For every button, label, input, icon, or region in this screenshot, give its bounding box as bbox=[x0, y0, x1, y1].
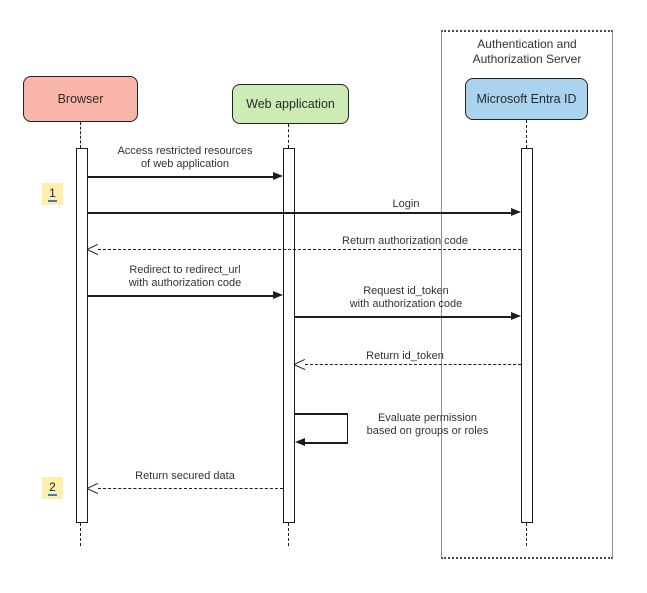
message-line bbox=[295, 316, 512, 318]
lifeline-web-application-top bbox=[288, 124, 289, 148]
step-badge-1[interactable]: 1 bbox=[42, 183, 63, 205]
message-label: Return authorization code bbox=[342, 235, 468, 247]
activation-bar-web-application bbox=[283, 148, 295, 523]
arrowhead-filled-icon bbox=[273, 291, 283, 299]
actor-label-entra-id: Microsoft Entra ID bbox=[476, 92, 577, 106]
message-label: Redirect to redirect_url with authorizat… bbox=[128, 264, 242, 289]
actor-label-browser: Browser bbox=[57, 92, 104, 106]
arrowhead-open-icon bbox=[86, 243, 99, 257]
actor-box-entra-id: Microsoft Entra ID bbox=[465, 78, 588, 120]
message-line bbox=[88, 212, 512, 214]
lifeline-browser-top bbox=[80, 122, 81, 148]
message-label: Login bbox=[392, 198, 420, 210]
message-label: Return secured data bbox=[135, 470, 235, 482]
activation-bar-entra-id bbox=[521, 148, 533, 523]
arrowhead-open-icon bbox=[86, 482, 99, 496]
step-badge-1-label: 1 bbox=[47, 185, 58, 202]
step-badge-2[interactable]: 2 bbox=[42, 477, 63, 499]
self-loop-bottom-line bbox=[305, 442, 348, 444]
arrowhead-filled-icon bbox=[511, 208, 521, 216]
message-line bbox=[88, 295, 274, 297]
message-label: Return id_token bbox=[366, 350, 444, 362]
message-line bbox=[98, 249, 521, 250]
message-label: Evaluate permission based on groups or r… bbox=[366, 412, 489, 437]
message-label: Access restricted resources of web appli… bbox=[117, 145, 253, 170]
self-loop-top-line bbox=[295, 413, 348, 415]
activation-bar-browser bbox=[76, 148, 88, 523]
message-label: Request id_token with authorization code bbox=[349, 285, 463, 310]
arrowhead-filled-icon bbox=[273, 172, 283, 180]
lifeline-web-application-bottom bbox=[288, 523, 289, 546]
actor-box-web-application: Web application bbox=[232, 84, 349, 124]
actor-label-web-application: Web application bbox=[246, 97, 335, 111]
frame-auth-server: Authentication and Authorization Server bbox=[441, 30, 613, 559]
lifeline-entra-id-bottom bbox=[526, 523, 527, 546]
message-line bbox=[98, 488, 283, 489]
actor-box-browser: Browser bbox=[23, 76, 138, 122]
self-loop-right-line bbox=[346, 413, 348, 443]
lifeline-entra-id-top bbox=[526, 120, 527, 148]
message-line bbox=[305, 364, 521, 365]
frame-title: Authentication and Authorization Server bbox=[472, 37, 582, 66]
step-badge-2-label: 2 bbox=[47, 479, 58, 496]
message-line bbox=[88, 176, 274, 178]
arrowhead-filled-icon bbox=[511, 312, 521, 320]
arrowhead-filled-icon bbox=[295, 438, 305, 446]
arrowhead-open-icon bbox=[293, 358, 306, 372]
lifeline-browser-bottom bbox=[80, 523, 81, 546]
